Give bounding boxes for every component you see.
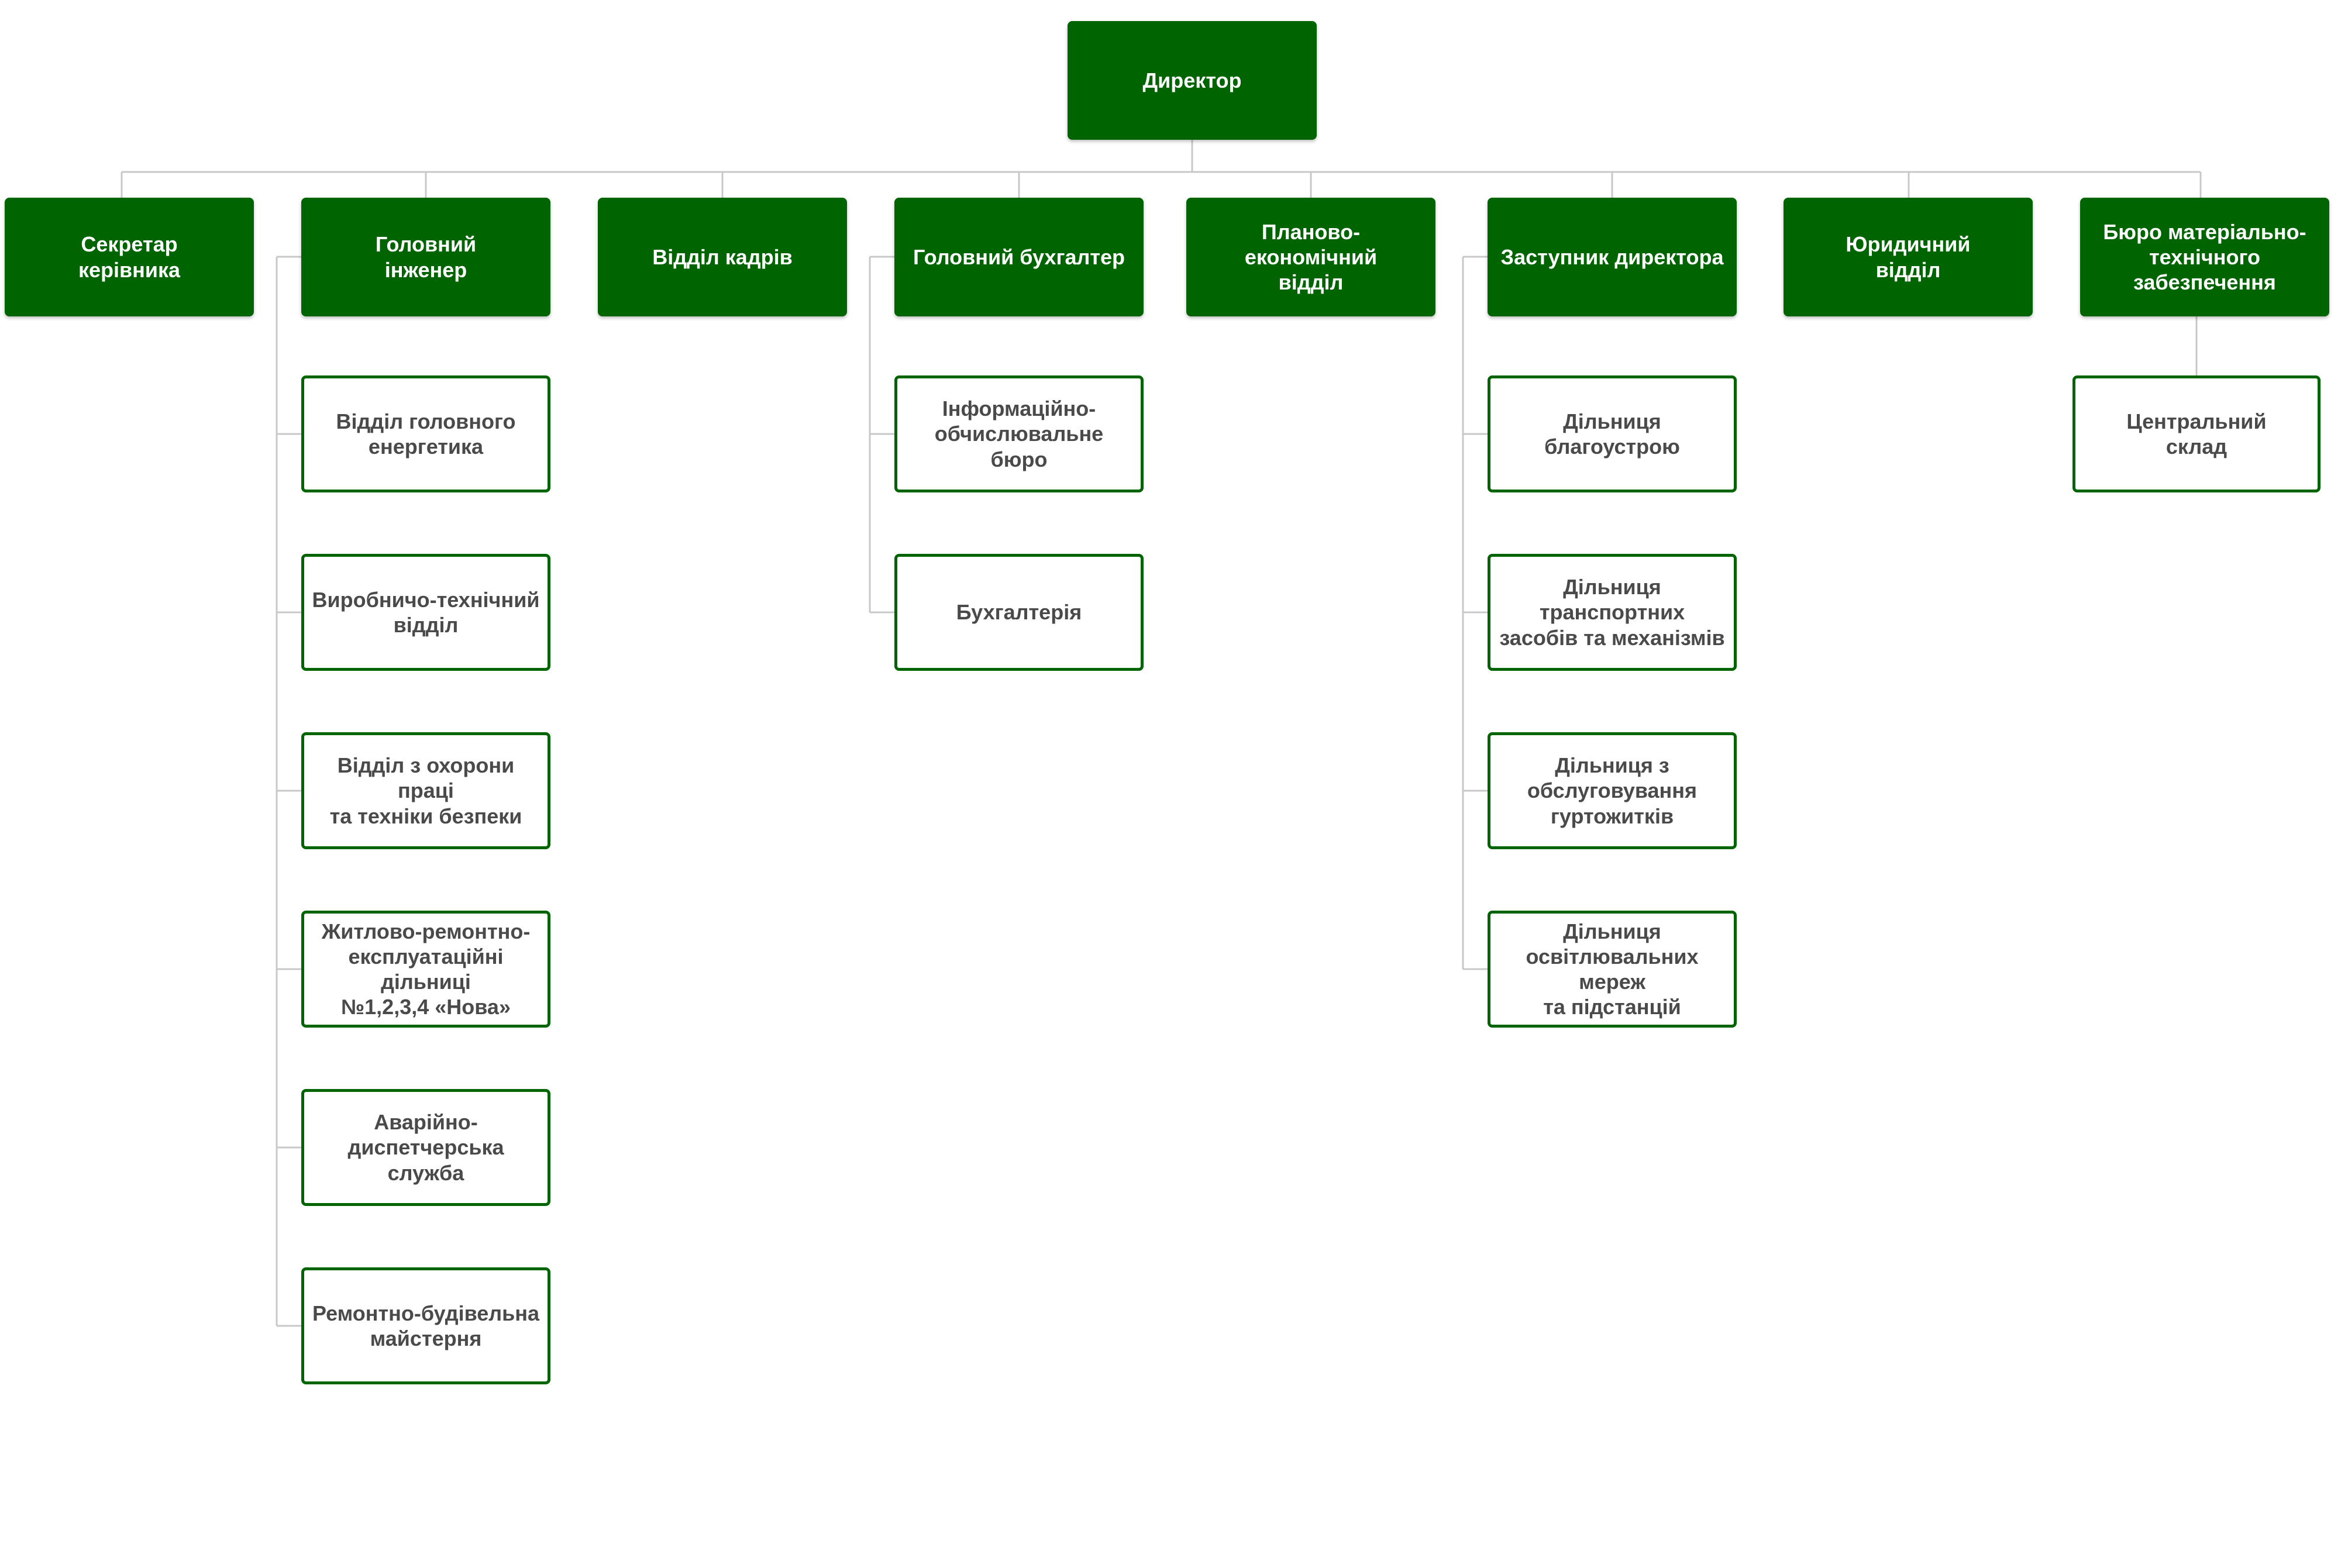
subunit-node-5-0-label: Дільниця благоустрою: [1544, 409, 1680, 459]
department-node-2-label: Відділ кадрів: [652, 244, 793, 269]
department-node-7-label: Бюро матеріально- технічного забезпеченн…: [2103, 219, 2306, 295]
department-node-1: Головний інженер: [301, 198, 550, 316]
root-node: Директор: [1068, 21, 1317, 140]
subunit-node-1-5: Ремонтно-будівельна майстерня: [301, 1267, 550, 1384]
department-node-2: Відділ кадрів: [598, 198, 847, 316]
subunit-node-1-1: Виробничо-технічний відділ: [301, 554, 550, 671]
subunit-node-1-3: Житлово-ремонтно- експлуатаційні дільниц…: [301, 911, 550, 1028]
root-node-label: Директор: [1142, 68, 1242, 92]
department-node-1-label: Головний інженер: [375, 232, 477, 282]
subunit-node-3-0-label: Інформаційно- обчислювальне бюро: [934, 397, 1104, 471]
subunit-node-1-2-label: Відділ з охорони праці та техніки безпек…: [329, 753, 522, 828]
subunit-node-1-1-label: Виробничо-технічний відділ: [312, 587, 540, 637]
subunit-node-5-2: Дільниця з обслуговування гуртожитків: [1488, 732, 1737, 849]
subunit-node-5-3-label: Дільниця освітлювальних мереж та підстан…: [1526, 919, 1699, 1019]
subunit-node-5-0: Дільниця благоустрою: [1488, 375, 1737, 492]
subunit-node-5-1: Дільниця транспортних засобів та механіз…: [1488, 554, 1737, 671]
subunit-node-5-2-label: Дільниця з обслуговування гуртожитків: [1527, 753, 1698, 828]
department-node-6-label: Юридичний відділ: [1846, 232, 1971, 282]
subunit-node-3-1: Бухгалтерія: [894, 554, 1144, 671]
subunit-node-1-4-label: Аварійно-диспетчерська служба: [347, 1110, 504, 1185]
department-node-6: Юридичний відділ: [1784, 198, 2033, 316]
department-node-3-label: Головний бухгалтер: [913, 244, 1125, 269]
department-node-3: Головний бухгалтер: [894, 198, 1144, 316]
department-node-4: Планово- економічний відділ: [1186, 198, 1435, 316]
subunit-node-1-0-label: Відділ головного енергетика: [336, 409, 516, 459]
department-node-5: Заступник директора: [1488, 198, 1737, 316]
subunit-node-1-2: Відділ з охорони праці та техніки безпек…: [301, 732, 550, 849]
department-node-0: Секретар керівника: [5, 198, 254, 316]
department-node-5-label: Заступник директора: [1500, 244, 1724, 269]
subunit-node-1-0: Відділ головного енергетика: [301, 375, 550, 492]
subunit-node-1-4: Аварійно-диспетчерська служба: [301, 1089, 550, 1206]
subunit-node-7-0: Центральний склад: [2072, 375, 2321, 492]
subunit-node-7-0-label: Центральний склад: [2126, 409, 2267, 459]
subunit-node-5-1-label: Дільниця транспортних засобів та механіз…: [1499, 575, 1725, 650]
department-node-4-label: Планово- економічний відділ: [1244, 219, 1378, 295]
subunit-node-5-3: Дільниця освітлювальних мереж та підстан…: [1488, 911, 1737, 1028]
subunit-node-1-5-label: Ремонтно-будівельна майстерня: [312, 1301, 540, 1350]
subunit-node-1-3-label: Житлово-ремонтно- експлуатаційні дільниц…: [321, 919, 531, 1019]
subunit-node-3-1-label: Бухгалтерія: [956, 600, 1082, 625]
department-node-7: Бюро матеріально- технічного забезпеченн…: [2080, 198, 2329, 316]
department-node-0-label: Секретар керівника: [78, 232, 181, 282]
subunit-node-3-0: Інформаційно- обчислювальне бюро: [894, 375, 1144, 492]
